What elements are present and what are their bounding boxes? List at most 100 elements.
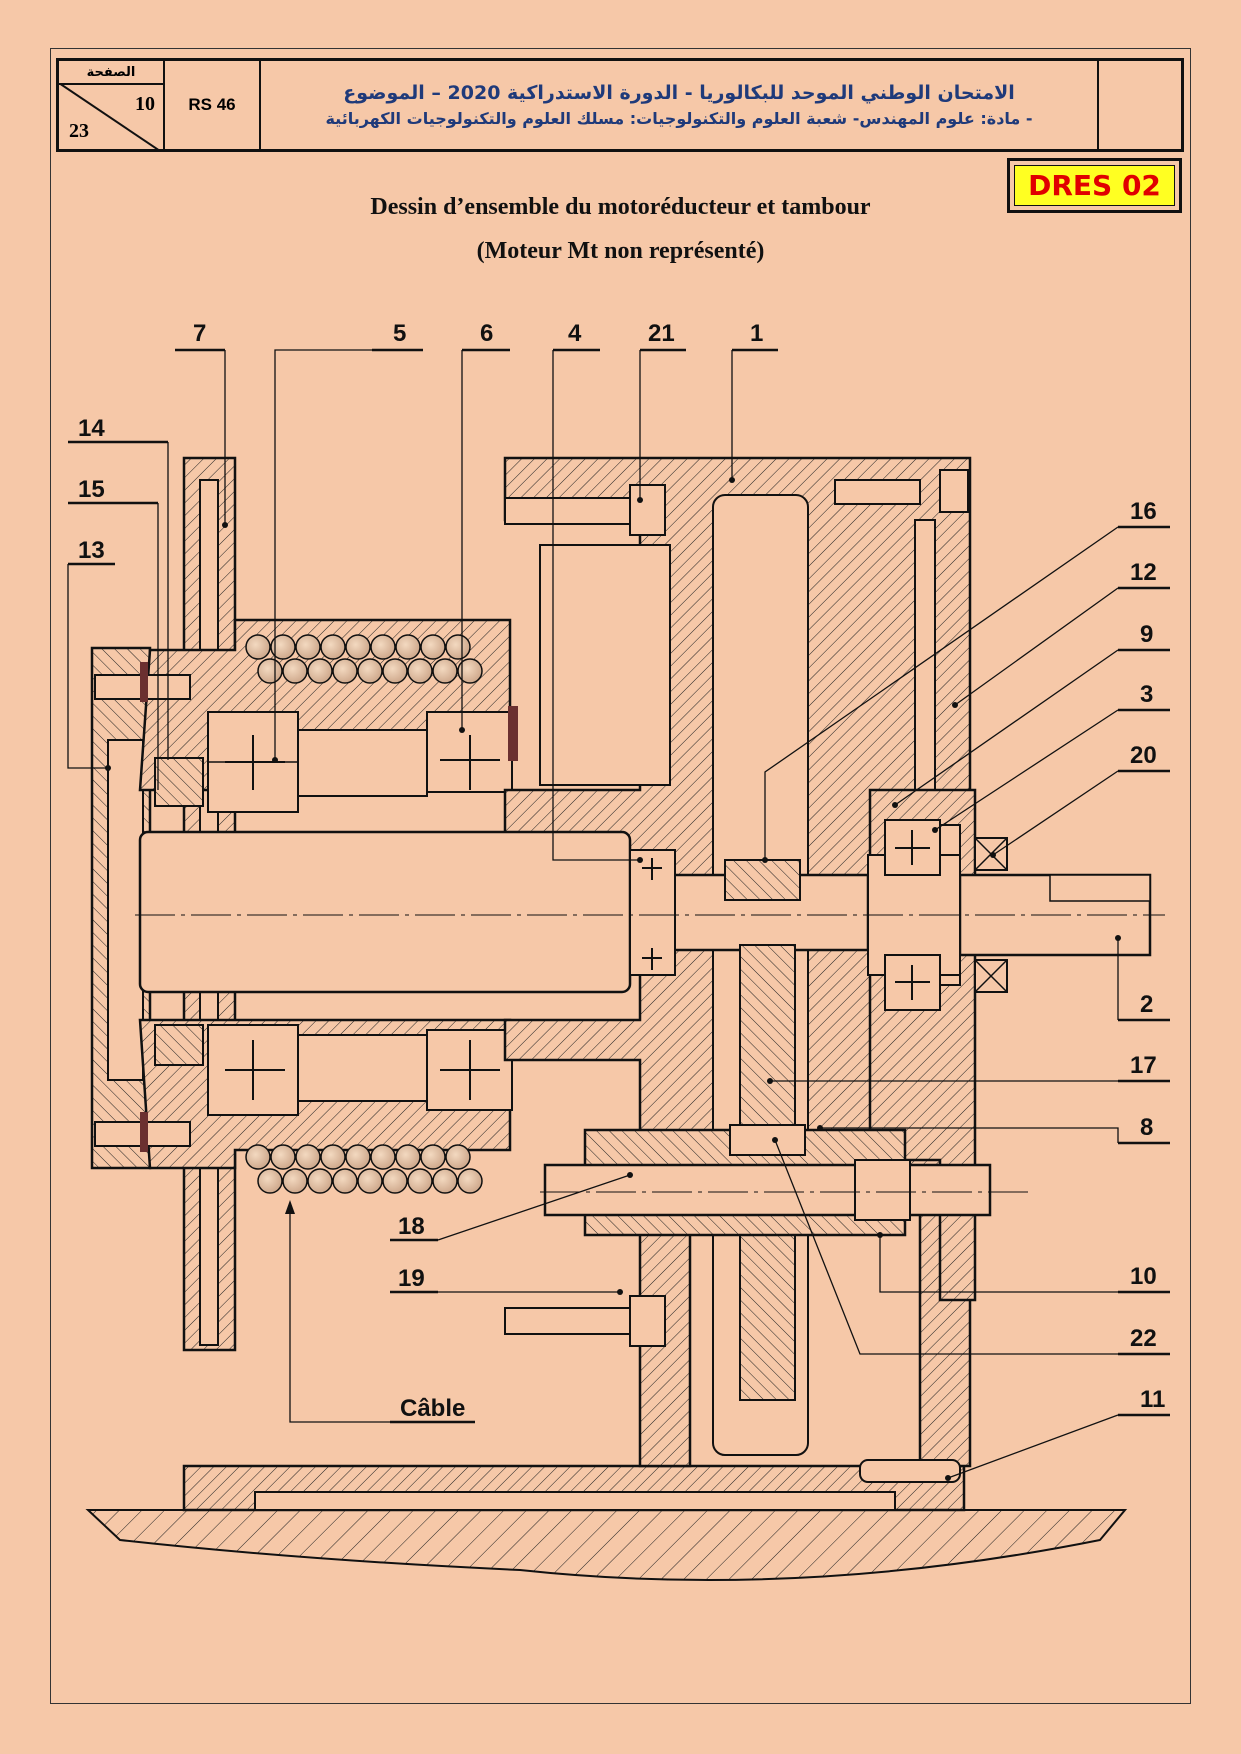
cable-turn <box>282 1168 308 1194</box>
cable-turn <box>445 1144 471 1170</box>
cable-turn <box>395 1144 421 1170</box>
svg-text:13: 13 <box>78 537 105 564</box>
doc-tag: DRES 02 <box>1007 158 1182 213</box>
cable-turn <box>420 634 446 660</box>
svg-text:18: 18 <box>398 1213 425 1240</box>
cable-turn <box>320 1144 346 1170</box>
svg-text:15: 15 <box>78 476 105 503</box>
cable-turn <box>320 634 346 660</box>
svg-text:19: 19 <box>398 1265 425 1292</box>
cable-turn <box>370 1144 396 1170</box>
exam-title-line1: الامتحان الوطني الموحد للبكالوريا - الدو… <box>343 82 1015 104</box>
svg-text:2: 2 <box>1140 991 1153 1018</box>
callout-14: 14 <box>68 415 169 760</box>
callout-22: 22 <box>772 1137 1170 1356</box>
cable-turn <box>332 1168 358 1194</box>
cable-turn <box>457 658 483 684</box>
fasteners <box>94 469 969 1483</box>
svg-text:5: 5 <box>393 320 406 347</box>
svg-text:Câble: Câble <box>400 1395 465 1422</box>
svg-text:16: 16 <box>1130 498 1157 525</box>
page-number: 10 <box>135 93 155 115</box>
drawing-title: Dessin d’ensemble du motoréducteur et ta… <box>370 194 871 220</box>
page-label: الصفحة <box>59 63 163 85</box>
cable-turn <box>307 1168 333 1194</box>
cable-turn <box>407 658 433 684</box>
drawing-subtitle: (Moteur Mt non représenté) <box>476 238 765 264</box>
callout-3: 3 <box>932 681 1170 833</box>
svg-text:3: 3 <box>1140 681 1153 708</box>
svg-text:9: 9 <box>1140 621 1153 648</box>
page-divider <box>59 83 159 149</box>
cable-turn <box>245 1144 271 1170</box>
exam-title: الامتحان الوطني الموحد للبكالوريا - الدو… <box>261 61 1099 149</box>
callout-12: 12 <box>952 559 1170 708</box>
cable-turn <box>307 658 333 684</box>
svg-text:8: 8 <box>1140 1114 1153 1141</box>
callout-2: 2 <box>1115 935 1170 1022</box>
callout-11: 11 <box>945 1386 1170 1481</box>
cable-turn <box>295 1144 321 1170</box>
drum-shaft <box>138 830 632 994</box>
svg-text:21: 21 <box>648 320 675 347</box>
callout-21: 21 <box>637 320 686 503</box>
intermediate-shaft <box>543 1163 992 1217</box>
cable-turn <box>257 1168 283 1194</box>
cable-turn <box>345 634 371 660</box>
cable-turn <box>382 658 408 684</box>
cable-turn <box>457 1168 483 1194</box>
cable-turn <box>245 634 271 660</box>
svg-text:14: 14 <box>78 415 105 442</box>
exam-title-line2: - مادة: علوم المهندس- شعبة العلوم والتكن… <box>325 109 1033 128</box>
callout-18: 18 <box>390 1172 633 1242</box>
cable-turn <box>295 634 321 660</box>
ground <box>85 1509 1128 1581</box>
cable-turn <box>382 1168 408 1194</box>
callout-1: 1 <box>729 320 778 483</box>
bearing-bottom <box>884 954 941 1011</box>
exam-code: RS 46 <box>165 61 261 149</box>
callout-9: 9 <box>892 621 1170 808</box>
cable-turn <box>270 1144 296 1170</box>
cable-turn <box>332 658 358 684</box>
svg-text:20: 20 <box>1130 742 1157 769</box>
callout-13: 13 <box>67 537 115 771</box>
page-total: 23 <box>69 120 89 142</box>
cable-coils <box>245 634 483 1194</box>
svg-text:4: 4 <box>568 320 582 347</box>
svg-text:1: 1 <box>750 320 763 347</box>
svg-text:12: 12 <box>1130 559 1157 586</box>
callout-17: 17 <box>767 1052 1170 1084</box>
cable-turn <box>345 1144 371 1170</box>
exam-header: الصفحة 10 23 RS 46 الامتحان الوطني الموح… <box>56 58 1184 152</box>
callout-4: 4 <box>552 320 643 863</box>
svg-text:10: 10 <box>1130 1263 1157 1290</box>
cable-turn <box>432 1168 458 1194</box>
svg-text:22: 22 <box>1130 1325 1157 1352</box>
svg-text:17: 17 <box>1130 1052 1157 1079</box>
cable-turn <box>282 658 308 684</box>
svg-text:6: 6 <box>480 320 493 347</box>
cable-turn <box>370 634 396 660</box>
cable-turn <box>445 634 471 660</box>
callout-cable: Câble <box>285 1200 475 1424</box>
callout-16: 16 <box>762 498 1170 863</box>
callout-10: 10 <box>877 1232 1170 1294</box>
page-number-box: الصفحة 10 23 <box>59 61 165 149</box>
part-callouts: 7 5 6 4 21 1 14 15 13 16 12 9 3 20 2 17 … <box>67 320 1170 1481</box>
callout-20: 20 <box>990 742 1170 858</box>
callout-6: 6 <box>459 320 510 733</box>
svg-text:11: 11 <box>1140 1386 1165 1413</box>
cable-turn <box>395 634 421 660</box>
callout-5: 5 <box>272 320 423 763</box>
cable-turn <box>270 634 296 660</box>
cable-turn <box>357 658 383 684</box>
callout-15: 15 <box>68 476 159 790</box>
cable-turn <box>257 658 283 684</box>
cable-turn <box>407 1168 433 1194</box>
page-frame <box>50 48 1191 1704</box>
cable-turn <box>432 658 458 684</box>
callout-7: 7 <box>175 320 228 528</box>
doc-tag-label: DRES 02 <box>1014 165 1175 206</box>
